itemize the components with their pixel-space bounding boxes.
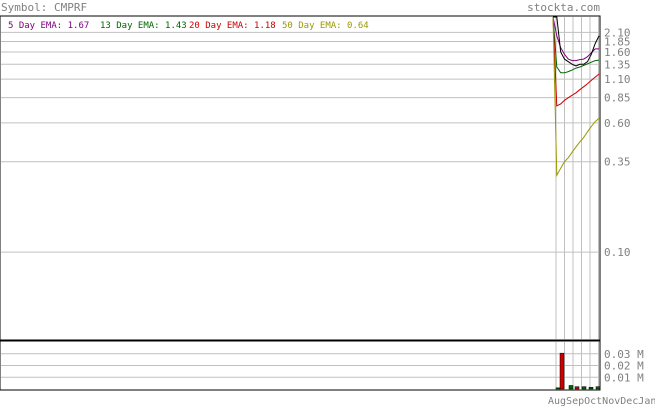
site-label[interactable]: stockta.com bbox=[527, 1, 600, 14]
volume-bar bbox=[574, 386, 580, 390]
volume-bar bbox=[555, 387, 561, 390]
series-line bbox=[552, 16, 600, 178]
symbol-label: Symbol: CMPRF bbox=[1, 1, 87, 14]
price-grid bbox=[1, 17, 599, 339]
volume-bars bbox=[555, 352, 601, 390]
volume-panel-frame bbox=[0, 340, 601, 391]
price-tick-label: 1.35 bbox=[604, 58, 631, 71]
volume-bar bbox=[568, 385, 574, 390]
volume-bar bbox=[581, 386, 587, 390]
volume-bar bbox=[559, 352, 565, 390]
series-line bbox=[552, 16, 600, 107]
price-axis-labels: 2.101.851.601.35 1.10 0.85 0.60 0.35 0.10 bbox=[604, 26, 631, 259]
month-axis-label: AugSepOctNovDecJan bbox=[548, 396, 655, 406]
legend-item: 13 Day EMA: 1.43 bbox=[100, 21, 187, 31]
legend-item: 50 Day EMA: 0.64 bbox=[282, 21, 369, 31]
price-panel-frame bbox=[0, 15, 601, 341]
series-line bbox=[552, 16, 600, 74]
price-tick-label: 0.35 bbox=[604, 156, 631, 169]
legend-item: 20 Day EMA: 1.18 bbox=[189, 21, 276, 31]
volume-tick-label: 0.03 M bbox=[604, 348, 644, 361]
volume-bar bbox=[588, 386, 594, 390]
price-tick-label: 1.85 bbox=[604, 36, 631, 49]
volume-tick-label: 0.01 M bbox=[604, 371, 644, 384]
ema-lines bbox=[552, 16, 600, 178]
price-tick-label: 0.10 bbox=[604, 246, 631, 259]
series-line bbox=[552, 16, 599, 62]
volume-grid bbox=[1, 342, 599, 389]
volume-tick-label: 0.02 M bbox=[604, 360, 644, 373]
price-tick-label: 2.10 bbox=[604, 26, 631, 39]
series-line bbox=[553, 16, 600, 67]
price-tick-label: 1.60 bbox=[604, 46, 631, 59]
price-tick-label: 1.10 bbox=[604, 73, 631, 86]
volume-bar bbox=[595, 386, 601, 390]
price-tick-label: 0.85 bbox=[604, 92, 631, 105]
legend-item: 5 Day EMA: 1.67 bbox=[8, 21, 89, 31]
price-tick-label: 0.60 bbox=[604, 117, 631, 130]
volume-axis-labels: 0.03 M0.02 M0.01 M bbox=[604, 348, 644, 385]
